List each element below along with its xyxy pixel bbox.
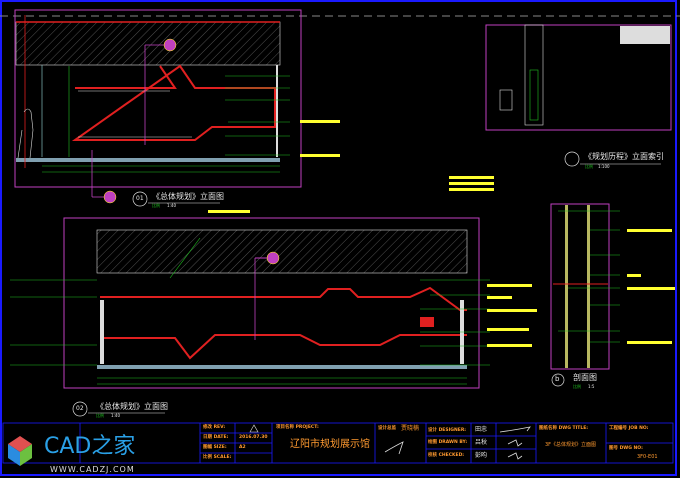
scale-value-02: 1:40 — [111, 413, 120, 418]
scale-label: 比例 SCALE: — [203, 455, 232, 460]
scale-value-01: 1:40 — [167, 203, 176, 208]
scale-label-index: 比例 — [585, 164, 593, 169]
dwg-title-label: 图纸名称 DWG TITLE: — [539, 426, 589, 431]
view-title-index[interactable]: 《规划历程》立面索引 — [584, 152, 664, 161]
project-name: 辽阳市规划展示馆 — [290, 439, 370, 450]
scale-value-section: 1:5 — [588, 384, 595, 389]
size-label: 图幅 SIZE: — [203, 445, 227, 450]
view-title-02[interactable]: 《总体规划》立面图 — [96, 402, 168, 411]
human-figure — [17, 108, 34, 159]
view-number-01: 01 — [136, 195, 144, 202]
project-label: 项目名称 PROJECT: — [276, 425, 319, 430]
director-label: 设计总监 — [378, 426, 396, 431]
job-no-label: 工程编号 JOB NO: — [609, 426, 649, 431]
date-label: 日期 DATE: — [203, 435, 229, 440]
index-elevation — [449, 24, 672, 191]
scale-label-01: 比例 — [152, 203, 160, 208]
designer-label: 设计 DESIGNER: — [428, 428, 467, 433]
dwg-no: 3F0-E01 — [637, 454, 658, 460]
watermark-url: WWW.CADZJ.COM — [50, 465, 135, 474]
title-block-grid — [2, 422, 674, 464]
date-value: 2016.07.30 — [239, 435, 268, 440]
size-value: A2 — [239, 445, 246, 450]
checked-name: 彭昀 — [475, 452, 488, 459]
drawn-label: 绘图 DRAWN BY: — [428, 440, 468, 445]
watermark-brand: CAD之家 — [44, 434, 136, 459]
dwg-title: 3F《总体规划》立面图 — [545, 442, 597, 448]
scale-label-section: 比例 — [573, 384, 581, 389]
elevation-02 — [10, 217, 537, 389]
scale-value-index: 1:100 — [598, 164, 610, 169]
section-b — [550, 203, 675, 387]
elevation-01 — [14, 9, 340, 213]
cad-logo-icon — [8, 436, 32, 466]
signatures — [384, 426, 531, 460]
checked-label: 校核 CHECKED: — [428, 453, 465, 458]
scale-label-02: 比例 — [96, 413, 104, 418]
drawn-name: 吕秋 — [475, 439, 488, 446]
view-number-b: b — [555, 375, 560, 383]
view-title-01[interactable]: 《总体规划》立面图 — [152, 192, 224, 201]
rev-label: 修改 REV: — [203, 425, 226, 430]
dwg-no-label: 图号 DWG NO: — [609, 446, 643, 451]
view-number-02: 02 — [76, 405, 84, 412]
view-title-section[interactable]: 剖面图 — [573, 373, 597, 382]
revision-triangle-icon — [249, 424, 259, 433]
director-name: 贾晓楠 — [401, 425, 420, 432]
designer-name: 田忠 — [475, 426, 488, 433]
